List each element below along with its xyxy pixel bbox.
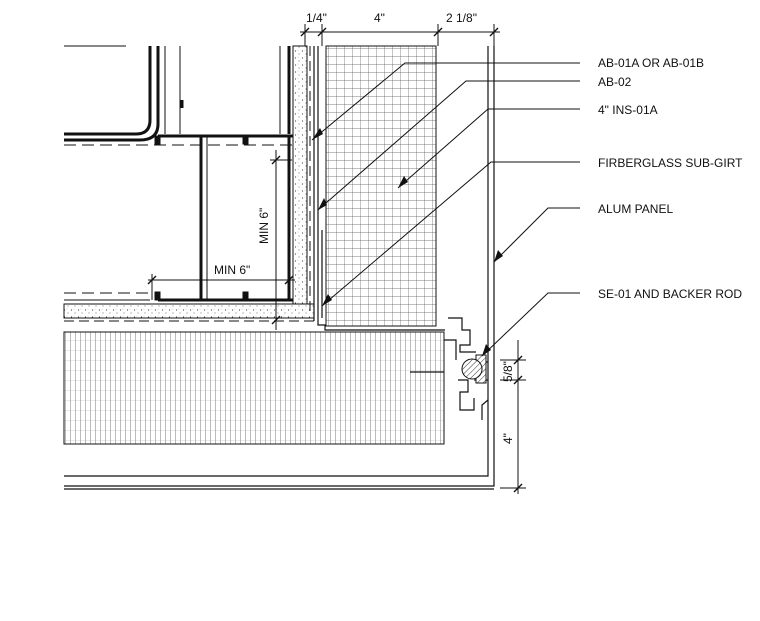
- dim-return: 4": [501, 433, 515, 444]
- callout-sealant: SE-01 AND BACKER ROD: [598, 287, 742, 301]
- callout-ab02: AB-02: [598, 75, 632, 89]
- callout-ins01a: 4" INS-01A: [598, 103, 658, 117]
- insulation-horizontal: [63, 331, 445, 445]
- callout-alum-panel: ALUM PANEL: [598, 202, 673, 216]
- dim-cavity: 2 1/8": [446, 11, 477, 25]
- dim-min-vertical: MIN 6": [257, 208, 271, 244]
- dim-min-horizontal: MIN 6": [214, 263, 250, 277]
- leader-ab01: [311, 62, 580, 141]
- callout-ab01: AB-01A OR AB-01B: [598, 56, 704, 70]
- leader-ins01a: [397, 108, 580, 189]
- sealant-backer-rod: [461, 354, 487, 384]
- leader-alum-panel: [493, 207, 580, 263]
- dim-insulation: 4": [374, 11, 385, 25]
- leader-subgirt: [321, 161, 580, 307]
- leader-ab02: [317, 80, 580, 211]
- leader-lines: [311, 62, 580, 357]
- framing: [63, 45, 315, 322]
- dimension-lines: [147, 24, 526, 494]
- callout-subgirt: FIRBERGLASS SUB-GIRT: [598, 156, 743, 170]
- dim-joint: 5/8": [501, 361, 515, 382]
- insulation-vertical: [325, 45, 437, 327]
- leader-sealant: [481, 292, 580, 357]
- sheathing-board: [292, 45, 311, 312]
- dim-sheathing-gap: 1/4": [306, 11, 327, 25]
- sub-girt: [313, 46, 445, 331]
- aluminum-panel: [64, 46, 495, 490]
